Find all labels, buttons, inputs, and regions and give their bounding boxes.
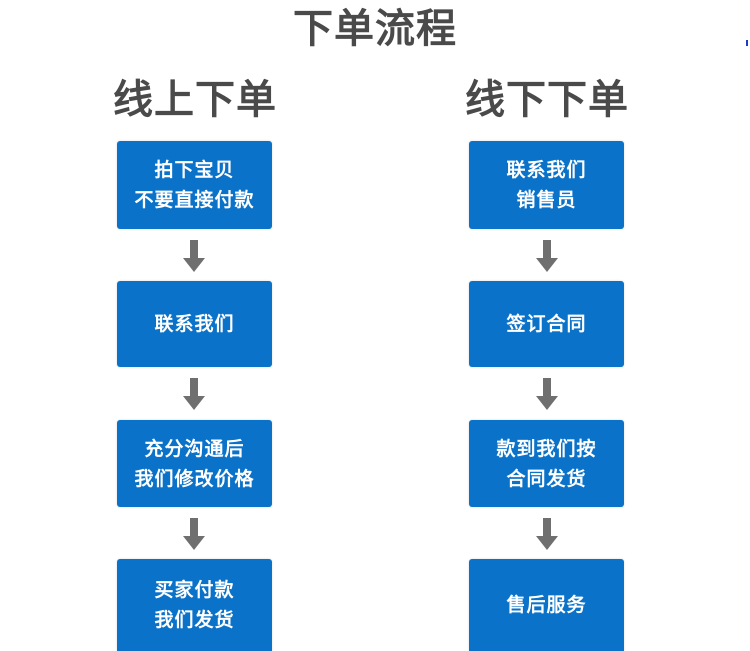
offline-step-3: 款到我们按 合同发货 — [469, 420, 624, 507]
step-line: 我们修改价格 — [134, 467, 255, 490]
online-step-3: 充分沟通后 我们修改价格 — [117, 420, 272, 507]
online-step-1: 拍下宝贝 不要直接付款 — [117, 141, 272, 229]
step-line: 充分沟通后 — [144, 437, 245, 460]
step-line: 联系我们 — [506, 159, 587, 181]
online-step-4: 买家付款 我们发货 — [117, 559, 272, 651]
offline-step-1: 联系我们 销售员 — [469, 141, 624, 229]
down-arrow-icon — [536, 518, 558, 552]
corner-mark — [746, 40, 748, 46]
down-arrow-icon — [183, 240, 205, 274]
step-line: 联系我们 — [154, 313, 235, 335]
offline-step-4: 售后服务 — [469, 559, 624, 651]
step-line: 签订合同 — [506, 313, 587, 335]
down-arrow-icon — [536, 240, 558, 274]
step-line: 合同发货 — [506, 467, 587, 490]
step-line: 售后服务 — [506, 594, 587, 616]
down-arrow-icon — [536, 378, 558, 412]
down-arrow-icon — [183, 518, 205, 552]
step-line: 不要直接付款 — [134, 189, 255, 211]
step-line: 我们发货 — [154, 609, 235, 631]
column-online-title: 线上下单 — [113, 77, 277, 123]
down-arrow-icon — [183, 378, 205, 412]
step-line: 拍下宝贝 — [154, 159, 235, 181]
column-offline-title: 线下下单 — [465, 77, 629, 123]
online-step-2: 联系我们 — [117, 281, 272, 367]
offline-step-2: 签订合同 — [469, 281, 624, 367]
step-line: 款到我们按 — [496, 437, 597, 460]
step-line: 买家付款 — [154, 579, 235, 601]
step-line: 销售员 — [516, 189, 577, 211]
page-title: 下单流程 — [293, 6, 457, 52]
